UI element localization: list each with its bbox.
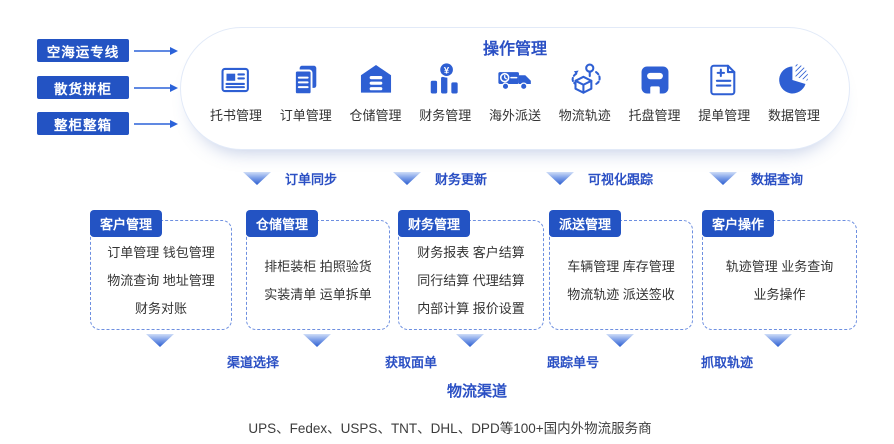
chevron-down-icon	[546, 172, 574, 185]
module-line: 业务操作	[753, 287, 806, 302]
module-line: 内部计算 报价设置	[417, 301, 525, 316]
channel-flow-label: 渠道选择	[226, 355, 280, 370]
module-finance-management: 财务管理 财务报表 客户结算 同行结算 代理结算 内部计算 报价设置	[398, 210, 544, 330]
module-line: 订单管理 钱包管理	[107, 245, 215, 260]
right-arrow-icon	[134, 47, 178, 55]
operations-icon-row: 托书管理 订单管理 仓储管理	[203, 61, 827, 124]
operation-label: 托盘管理	[628, 108, 681, 123]
channel-flow-label: 跟踪单号	[546, 355, 600, 370]
channel-flow-label: 获取面单	[384, 355, 438, 370]
operation-item: 海外派送	[482, 61, 548, 124]
providers-text: UPS、Fedex、USPS、TNT、DHL、DPD等100+国内外物流服务商	[248, 421, 652, 436]
overseas-truck-icon	[498, 72, 531, 91]
channels-title: 物流渠道	[446, 383, 508, 400]
operation-item: 数据管理	[761, 61, 827, 124]
module-title: 财务管理	[398, 210, 471, 237]
operation-label: 数据管理	[767, 108, 820, 123]
flow-label: 可视化跟踪	[588, 172, 654, 187]
flow-order-sync: 订单同步	[243, 169, 337, 188]
chevron-down-icon	[456, 334, 484, 347]
source-box-sea-air-line: 空海运专线	[37, 39, 129, 62]
order-docs-icon	[293, 65, 317, 96]
flow-finance-update: 财务更新	[393, 169, 487, 188]
package-track-icon	[571, 63, 601, 94]
operation-label: 托书管理	[209, 108, 262, 123]
pallet-icon	[641, 66, 668, 94]
module-warehouse-management: 仓储管理 排柜装柜 拍照验货 实装清单 运单拆单	[246, 210, 390, 330]
module-line: 同行结算 代理结算	[417, 273, 525, 288]
module-line: 轨迹管理 业务查询	[725, 259, 834, 274]
operation-label: 提单管理	[698, 108, 751, 123]
operation-label: 物流轨迹	[558, 108, 611, 123]
module-line: 车辆管理 库存管理	[567, 259, 675, 274]
flow-label: 订单同步	[285, 172, 338, 187]
module-line: 实装清单 运单拆单	[264, 287, 372, 302]
operations-panel: 操作管理 托书管理	[180, 27, 850, 150]
operation-item: 订单管理	[273, 61, 339, 124]
flow-data-query: 数据查询	[709, 169, 803, 188]
operation-item: 托盘管理	[622, 61, 688, 124]
operation-item: ¥ 财务管理	[412, 61, 478, 124]
operation-label: 财务管理	[419, 108, 472, 123]
chevron-down-icon	[709, 172, 737, 185]
module-title: 派送管理	[549, 210, 622, 237]
flow-label: 财务更新	[435, 172, 488, 187]
chevron-down-icon	[606, 334, 634, 347]
source-box-fcl: 整柜整箱	[37, 112, 129, 135]
module-line: 排柜装柜 拍照验货	[264, 259, 372, 274]
module-customer-operations: 客户操作 轨迹管理 业务查询 业务操作	[702, 210, 857, 330]
operation-label: 海外派送	[488, 108, 541, 123]
operation-item: 仓储管理	[343, 61, 409, 124]
operation-label: 仓储管理	[349, 108, 402, 123]
flow-visual-tracking: 可视化跟踪	[546, 169, 653, 188]
module-title: 客户管理	[90, 210, 163, 237]
operation-label: 订单管理	[279, 108, 332, 123]
module-line: 物流轨迹 派送签收	[567, 287, 675, 302]
channel-flow-label: 抓取轨迹	[700, 355, 754, 370]
data-pie-icon	[779, 64, 809, 94]
chevron-down-icon	[243, 172, 271, 185]
operation-item: 提单管理	[691, 61, 757, 124]
operations-title: 操作管理	[482, 41, 547, 58]
chevron-down-icon	[393, 172, 421, 185]
operation-item: 托书管理	[203, 61, 269, 124]
operation-item: 物流轨迹	[552, 61, 618, 124]
source-box-lcl: 散货拼柜	[37, 76, 129, 99]
consignment-note-icon	[221, 67, 249, 93]
module-delivery-management: 派送管理 车辆管理 库存管理 物流轨迹 派送签收	[549, 210, 693, 330]
warehouse-icon	[360, 64, 391, 93]
module-title: 客户操作	[702, 210, 775, 237]
yuan-symbol: ¥	[444, 65, 450, 76]
module-line: 物流查询 地址管理	[107, 273, 215, 288]
module-line: 财务报表 客户结算	[417, 245, 525, 260]
chevron-down-icon	[303, 334, 331, 347]
chevron-down-icon	[764, 334, 792, 347]
finance-bars-icon: ¥	[431, 61, 458, 94]
right-arrow-icon	[134, 84, 178, 92]
module-title: 仓储管理	[246, 210, 319, 237]
lading-bill-icon	[710, 64, 736, 96]
module-line: 财务对账	[134, 301, 187, 316]
module-customer-management: 客户管理 订单管理 钱包管理 物流查询 地址管理 财务对账	[90, 210, 232, 330]
chevron-down-icon	[146, 334, 174, 347]
right-arrow-icon	[134, 120, 178, 128]
flow-label: 数据查询	[751, 172, 804, 187]
